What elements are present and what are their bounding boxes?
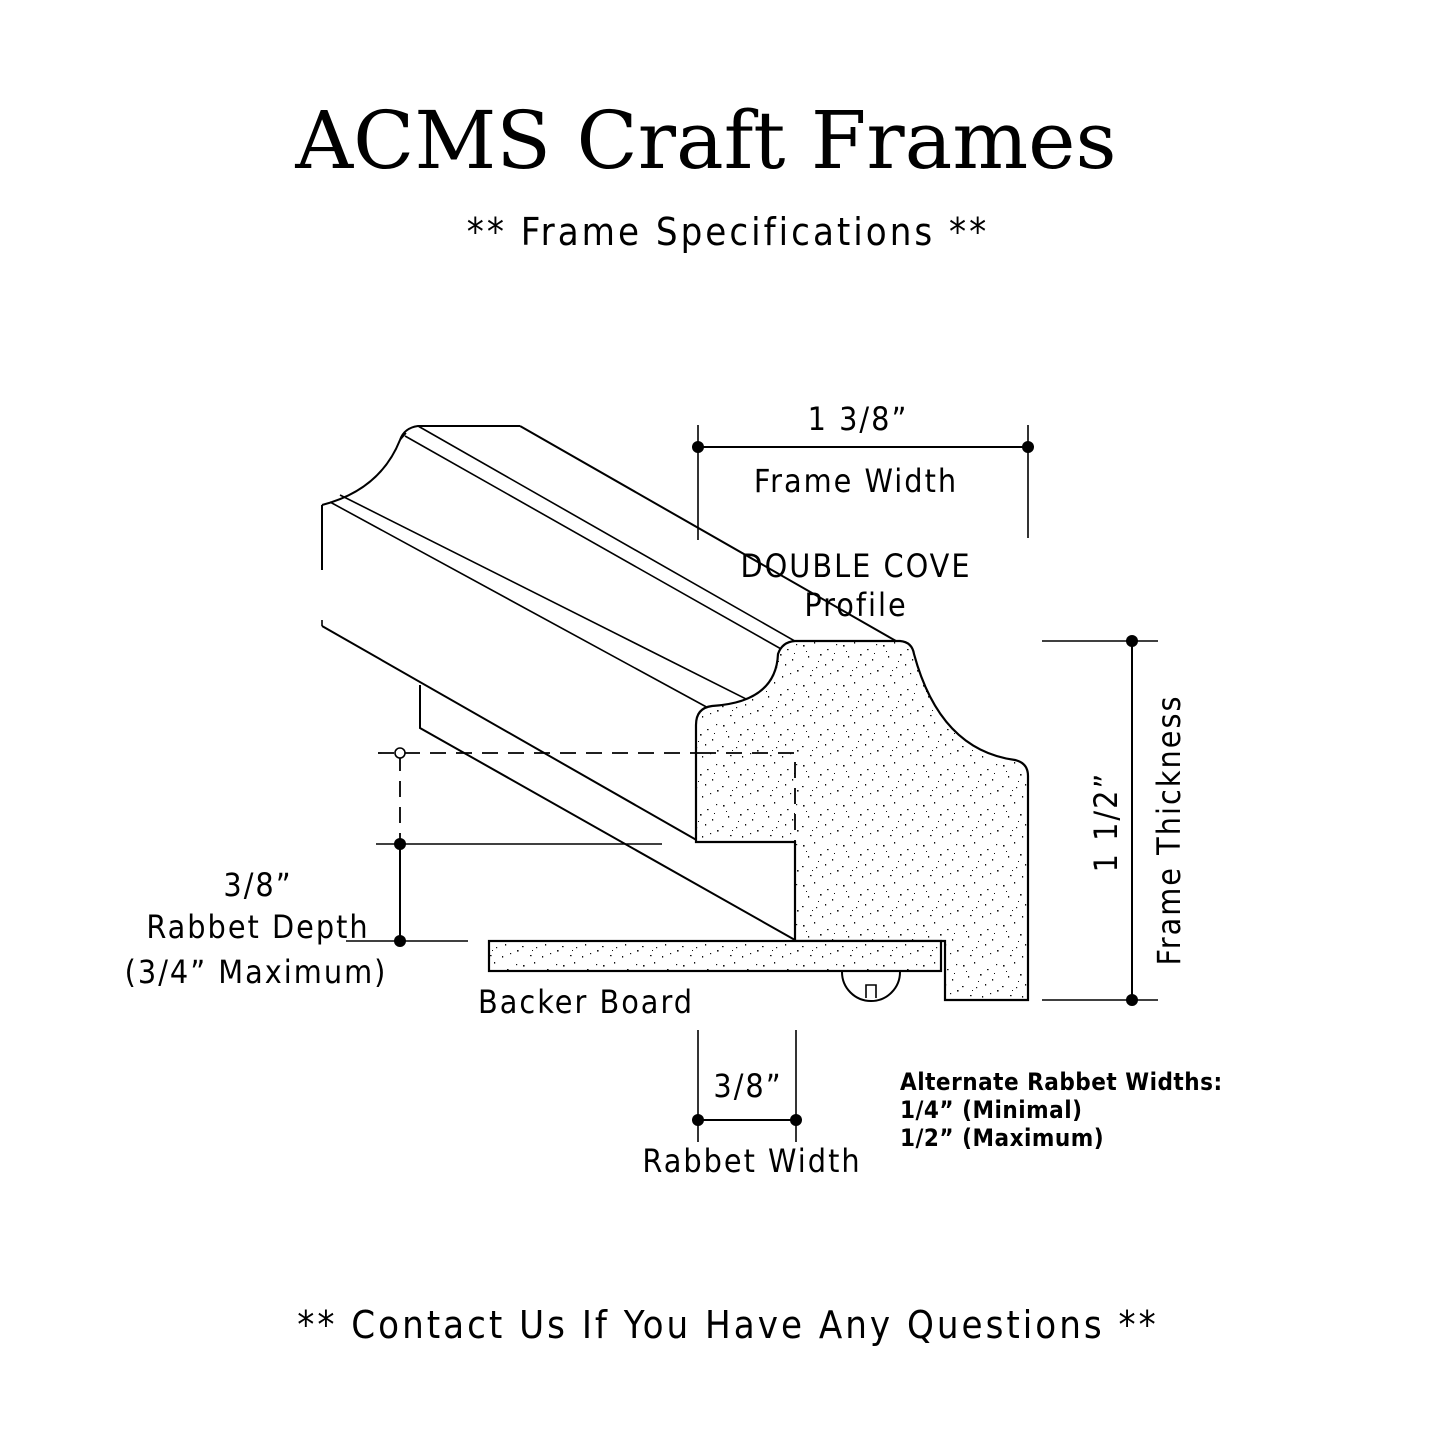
- retaining-clip-shape: [841, 971, 901, 1002]
- backer-board-shape: [487, 939, 943, 973]
- rabbet-depth-maximum: (3/4” Maximum): [125, 953, 388, 991]
- profile-name: DOUBLE COVE: [740, 547, 971, 585]
- frame-width-value: 1 3/8”: [808, 400, 909, 438]
- frame-thickness-dimension: [1042, 635, 1158, 1006]
- alternate-width-minimal: 1/4” (Minimal): [900, 1096, 1083, 1124]
- rabbet-width-value: 3/8”: [713, 1067, 782, 1105]
- rabbet-depth-dimension: [346, 838, 662, 947]
- page-title: ACMS Craft Frames: [294, 94, 1116, 187]
- rabbet-hidden-outline: [378, 747, 796, 844]
- frame-width-dimension: [692, 425, 1034, 540]
- page-subtitle: ** Frame Specifications **: [467, 210, 989, 254]
- rabbet-width-label: Rabbet Width: [642, 1142, 861, 1180]
- rabbet-width-dimension: [692, 1030, 802, 1142]
- rabbet-depth-label: Rabbet Depth: [146, 908, 369, 946]
- frame-thickness-value: 1 1/2”: [1087, 772, 1125, 873]
- frame-width-label: Frame Width: [754, 462, 958, 500]
- frame-cross-section: [694, 639, 1030, 1002]
- alternate-width-maximum: 1/2” (Maximum): [900, 1124, 1104, 1152]
- alternate-widths-heading: Alternate Rabbet Widths:: [900, 1068, 1223, 1096]
- profile-label: Profile: [804, 586, 907, 624]
- rabbet-depth-value: 3/8”: [223, 866, 292, 904]
- frame-thickness-label: Frame Thickness: [1150, 695, 1188, 966]
- backer-board-label: Backer Board: [478, 983, 694, 1021]
- contact-footer: ** Contact Us If You Have Any Questions …: [297, 1303, 1158, 1347]
